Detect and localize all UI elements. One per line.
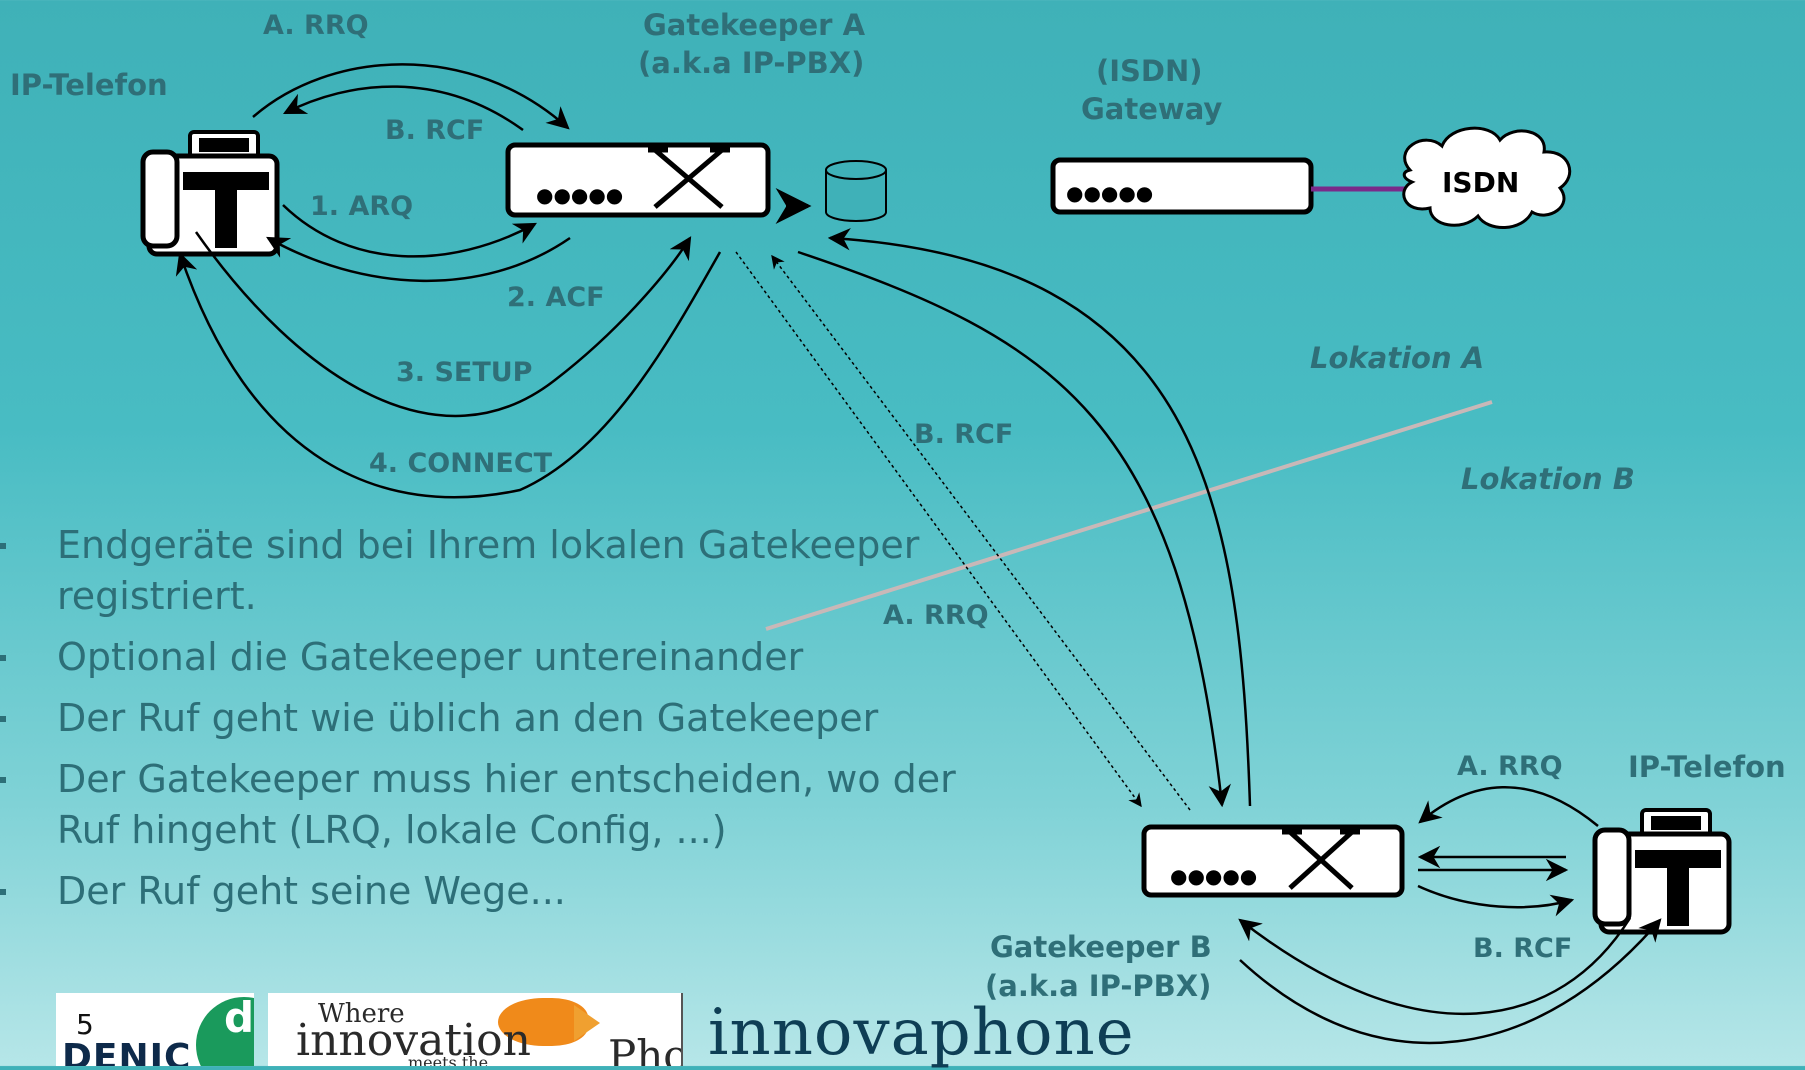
lokation-b-label: Lokation B — [1461, 462, 1635, 496]
bullet-item: Endgeräte sind bei Ihrem lokalen Gatekee… — [0, 520, 960, 622]
b-rcf-dotted-arrow — [771, 254, 1191, 811]
connect-arrow — [175, 251, 722, 499]
gk-a-to-gk-b-arrow — [797, 250, 1231, 808]
slogan-line-3: meets the — [408, 1053, 489, 1066]
footer-separator — [681, 993, 683, 1066]
bullet-item: Der Ruf geht wie üblich an den Gatekeepe… — [0, 693, 960, 744]
ip-phone-b-label: IP-Telefon — [1628, 750, 1786, 784]
a-rrq-mid-label: A. RRQ — [883, 600, 989, 631]
slogan-logo: Where innovation meets the Phone — [268, 993, 683, 1066]
isdn-cloud-icon: ISDN — [1402, 126, 1572, 229]
a-rrq-right-label: A. RRQ — [1457, 751, 1563, 782]
isdn-gateway-icon: ●●●●● — [1050, 157, 1314, 215]
gateway-dots: ●●●●● — [1066, 181, 1153, 205]
bullet-list: Endgeräte sind bei Ihrem lokalen Gatekee… — [0, 520, 960, 927]
a-rrq-right-arrow — [1418, 786, 1599, 827]
goldfish-icon — [498, 998, 588, 1046]
gatekeeper-a-dots: ●●●●● — [536, 183, 623, 207]
denic-logo-badge-text: de — [224, 993, 254, 1042]
denic-logo: de DENIC — [56, 993, 254, 1066]
slogan-line-4: Phone — [608, 1031, 683, 1066]
lokation-a-label: Lokation A — [1310, 341, 1484, 375]
b-rcf-top-label: B. RCF — [385, 115, 484, 146]
gk-b-to-db-arrow — [827, 227, 1252, 807]
a-rrq-arrow — [252, 63, 570, 130]
ip-phone-a-icon — [140, 130, 280, 257]
connect-label: 4. CONNECT — [369, 448, 553, 479]
page-number: 5 — [76, 1008, 94, 1041]
b-rcf-arrow — [282, 85, 524, 132]
acf-label: 2. ACF — [507, 282, 605, 313]
b-rcf-right-label: B. RCF — [1473, 933, 1572, 964]
gatekeeper-b-icon: ●●●●● — [1141, 824, 1405, 898]
b-rcf-mid-label: B. RCF — [914, 419, 1013, 450]
setup-label: 3. SETUP — [396, 357, 532, 388]
b-rcf-right-arrow — [1417, 884, 1575, 917]
location-boundary-line — [765, 400, 1493, 631]
ip-phone-b-icon — [1592, 808, 1732, 935]
gatekeeper-a-title: Gatekeeper A — [643, 8, 866, 42]
gatekeeper-b-title: Gatekeeper B — [990, 930, 1212, 964]
denic-logo-text: DENIC — [62, 1037, 192, 1066]
gatekeeper-b-dots: ●●●●● — [1170, 864, 1257, 888]
bullet-item: Optional die Gatekeeper untereinander — [0, 632, 960, 683]
ip-phone-a-label: IP-Telefon — [10, 68, 168, 102]
bullet-item: Der Ruf geht seine Wege... — [0, 866, 960, 917]
gk-b-phone-b-bottom-arrow — [1239, 918, 1662, 1045]
slogan-line-1: Where — [318, 999, 405, 1029]
acf-arrow — [266, 236, 571, 283]
brand-logo: innovaphone — [708, 996, 1135, 1070]
gateway-subtitle: Gateway — [1081, 92, 1222, 126]
arq-arrow — [282, 204, 537, 258]
a-rrq-dotted-arrow — [735, 251, 1142, 808]
goldfish-tail-icon — [574, 1005, 600, 1041]
isdn-cloud-label: ISDN — [1442, 166, 1519, 199]
setup-arrow — [194, 231, 692, 418]
arq-label: 1. ARQ — [310, 191, 413, 222]
bullet-item: Der Gatekeeper muss hier entscheiden, wo… — [0, 754, 960, 856]
gk-b-phone-b-lower-arrow — [1238, 917, 1632, 1016]
gatekeeper-a-icon: ●●●●● — [505, 142, 771, 218]
gatekeeper-b-subtitle: (a.k.a IP-PBX) — [985, 969, 1211, 1003]
gateway-title: (ISDN) — [1096, 54, 1203, 88]
gatekeeper-a-subtitle: (a.k.a IP-PBX) — [638, 46, 864, 80]
database-icon — [825, 160, 887, 222]
a-rrq-top-label: A. RRQ — [263, 10, 369, 41]
slogan-line-2: innovation — [296, 1015, 531, 1066]
